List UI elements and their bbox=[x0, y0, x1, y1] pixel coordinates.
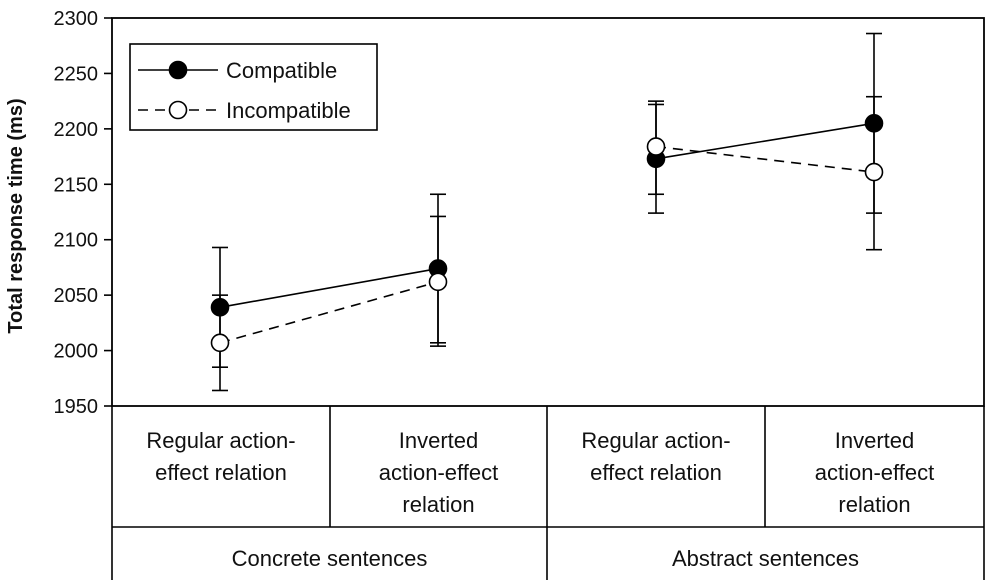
category-label: action-effect bbox=[815, 460, 934, 485]
category-label: Inverted bbox=[399, 428, 479, 453]
y-tick-label: 2250 bbox=[54, 63, 99, 85]
legend-label-incompatible: Incompatible bbox=[226, 98, 351, 123]
category-label: action-effect bbox=[379, 460, 498, 485]
group-label: Abstract sentences bbox=[672, 546, 859, 571]
category-label: relation bbox=[402, 492, 474, 517]
data-point-incompatible bbox=[428, 272, 448, 292]
legend-marker-compatible bbox=[168, 60, 188, 80]
y-tick-label: 1950 bbox=[54, 396, 99, 418]
series-line-compatible bbox=[219, 267, 439, 309]
data-point-incompatible bbox=[864, 162, 884, 182]
legend-marker-incompatible bbox=[168, 100, 188, 120]
y-tick-label: 2050 bbox=[54, 285, 99, 307]
category-label: effect relation bbox=[155, 460, 287, 485]
data-point-compatible bbox=[210, 298, 230, 317]
legend-box bbox=[129, 43, 378, 131]
data-point-compatible bbox=[864, 114, 884, 133]
group-label: Concrete sentences bbox=[232, 546, 428, 571]
x-axis-category-table: Regular action-effect relation Inverted ac… bbox=[111, 406, 985, 580]
category-label: Regular action- bbox=[146, 428, 295, 453]
data-point-incompatible bbox=[210, 333, 230, 353]
category-label: Regular action- bbox=[581, 428, 730, 453]
series-line-compatible bbox=[655, 122, 875, 160]
y-tick-label: 2300 bbox=[54, 8, 99, 30]
plot-frame bbox=[111, 17, 985, 407]
category-label: relation bbox=[838, 492, 910, 517]
data-point-incompatible bbox=[646, 137, 666, 156]
series-line-incompatible bbox=[219, 281, 439, 344]
y-tick-label: 2100 bbox=[54, 230, 99, 252]
category-label: Inverted bbox=[835, 428, 915, 453]
y-axis-title: Total response time (ms) bbox=[5, 98, 27, 333]
y-tick-label: 2200 bbox=[54, 119, 99, 141]
y-tick-label: 2000 bbox=[54, 341, 99, 363]
legend-label-compatible: Compatible bbox=[226, 58, 337, 83]
series-layer bbox=[210, 32, 884, 392]
plot-area-border bbox=[111, 17, 985, 407]
series-line-incompatible bbox=[655, 145, 875, 173]
y-tick-label: 2150 bbox=[54, 174, 99, 196]
category-label: effect relation bbox=[590, 460, 722, 485]
